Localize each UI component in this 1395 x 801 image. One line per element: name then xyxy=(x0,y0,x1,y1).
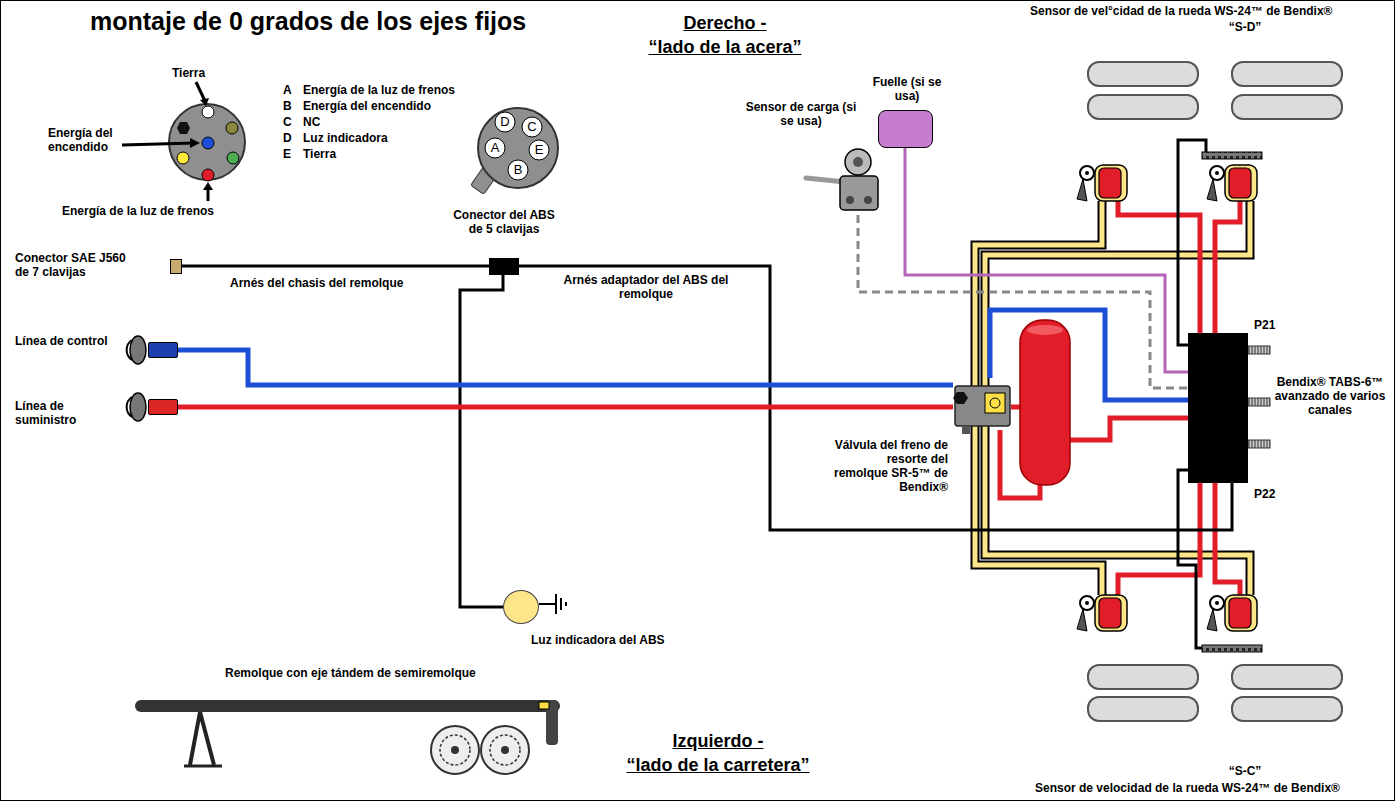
label: Sensor de vel°cidad de la rueda WS-24™ d… xyxy=(1030,4,1332,18)
connector-line xyxy=(178,405,953,410)
label: Energía de la luz de frenos xyxy=(62,204,214,218)
component-label: Luz indicadora del ABS xyxy=(531,633,665,647)
connector-line xyxy=(182,265,489,268)
component-label: Línea de suministro xyxy=(15,399,95,427)
label: P22 xyxy=(1254,487,1275,501)
label: E xyxy=(283,147,291,161)
label: “lado de la carretera” xyxy=(573,754,863,777)
component-node: Línea de suministro xyxy=(148,399,178,415)
wheel-speed-sensor xyxy=(1202,645,1262,652)
five-pin-face xyxy=(471,108,558,194)
edge-label: Arnés adaptador del ABS del remolque xyxy=(556,273,736,301)
component-label: Bendix® TABS-6™ avanzado de varios canal… xyxy=(1274,375,1386,417)
label: D xyxy=(283,131,292,145)
diagram-title: montaje de 0 grados de los ejes fijos xyxy=(90,6,526,37)
pin-letter: C xyxy=(523,119,541,135)
component-label: Sensor de carga (si se usa) xyxy=(742,100,860,128)
label: B xyxy=(283,99,292,113)
label: Sensor de velocidad de la rueda WS-24™ d… xyxy=(1035,781,1340,795)
label: Izquierdo - xyxy=(608,730,828,753)
label: Luz indicadora xyxy=(303,131,388,145)
label: NC xyxy=(303,115,320,129)
component-label: Conector SAE J560 de 7 clavijas xyxy=(15,251,137,279)
component-node: Conector del ABS de 5 clavijas xyxy=(489,258,519,275)
edge-label: Arnés del chasis del remolque xyxy=(230,276,403,290)
ground-symbol xyxy=(539,594,566,614)
connector-line xyxy=(905,148,1188,372)
label: C xyxy=(283,115,292,129)
label: “S-C” xyxy=(1222,764,1268,778)
label: Energía del encendido xyxy=(48,126,130,154)
component-node: Fuelle (si se usa) xyxy=(878,110,933,148)
component-label: Fuelle (si se usa) xyxy=(867,75,947,103)
label: Energía del encendido xyxy=(303,99,431,113)
pin-letter: B xyxy=(509,162,527,178)
component-label: Válvula del freno de resorte del remolqu… xyxy=(832,438,948,494)
label: “lado de la acera” xyxy=(595,36,855,59)
reservoir-tank xyxy=(1020,320,1070,485)
ecu-bolt xyxy=(1248,440,1270,448)
trailer-side-view xyxy=(135,700,560,774)
connector-line xyxy=(460,275,503,607)
pin-letter: A xyxy=(486,140,504,156)
spring-brake-valve xyxy=(953,386,1010,434)
label: Derecho - xyxy=(620,12,830,35)
ecu-bolt xyxy=(1248,398,1270,406)
ecu-bolt xyxy=(1248,346,1270,354)
label: P21 xyxy=(1254,318,1275,332)
connector-line xyxy=(519,266,1232,530)
delivery-hoses xyxy=(975,201,1250,595)
seven-pin-face xyxy=(122,82,245,201)
component-label: Conector del ABS de 5 clavijas xyxy=(449,208,559,236)
label: A xyxy=(283,83,292,97)
component-node: Bendix® TABS-6™ avanzado de varios canal… xyxy=(1188,333,1248,483)
connector-line xyxy=(858,215,1188,388)
wheel-speed-sensor xyxy=(1202,152,1262,159)
component-node: Línea de control xyxy=(148,342,178,358)
label: Tierra xyxy=(303,147,336,161)
gladhands xyxy=(127,336,146,421)
component-label: Línea de control xyxy=(15,334,108,348)
pin-letter: E xyxy=(530,142,548,158)
label: Tierra xyxy=(172,66,205,80)
label: “S-D” xyxy=(1222,20,1268,34)
component-node: Sensor de carga (si se usa) xyxy=(835,148,883,215)
label: Energía de la luz de frenos xyxy=(303,83,455,97)
connector-line xyxy=(178,350,953,385)
label: Remolque con eje tándem de semiremolque xyxy=(225,666,476,680)
component-node: Conector SAE J560 de 7 clavijas xyxy=(170,259,182,274)
pin-letter: D xyxy=(496,114,514,130)
component-node: Válvula del freno de resorte del remolqu… xyxy=(953,378,1011,430)
component-node: Luz indicadora del ABS xyxy=(503,590,539,624)
load-sensor xyxy=(806,149,878,210)
